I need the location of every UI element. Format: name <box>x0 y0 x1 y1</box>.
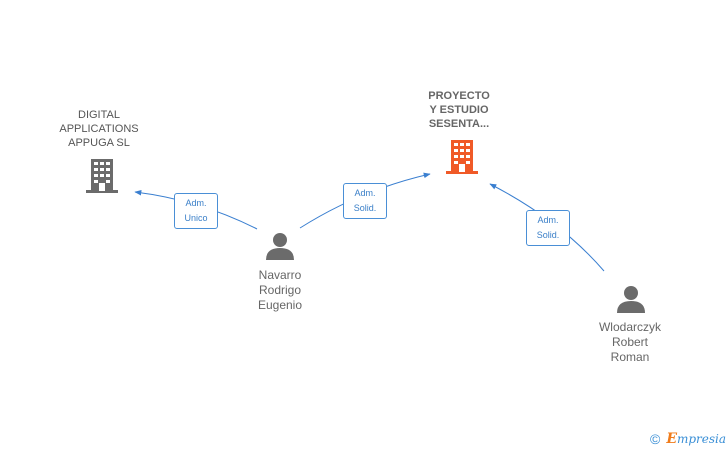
person-label-navarro[interactable]: Navarro Rodrigo Eugenio <box>257 268 303 312</box>
role-line1: Adm. <box>537 215 559 225</box>
building-icon <box>86 159 118 193</box>
company-label-proyecto[interactable]: PROYECTO Y ESTUDIO SESENTA... <box>428 90 490 130</box>
role-line2: Solid. <box>353 203 377 213</box>
role-line1: Adm. <box>185 198 207 208</box>
brand-rest: mpresia <box>677 432 727 446</box>
company-label-digital[interactable]: DIGITAL APPLICATIONS APPUGA SL <box>59 109 139 149</box>
person-icon <box>266 233 294 260</box>
building-icon-focus <box>446 140 478 174</box>
role-badge-adm-solid-wlodarczyk[interactable]: Adm. Solid. <box>526 210 570 246</box>
copyright-icon: © <box>650 431 661 447</box>
role-line2: Unico <box>184 213 208 223</box>
person-label-wlodarczyk[interactable]: Wlodarczyk Robert Roman <box>598 320 661 364</box>
brand-logo[interactable]: Empresia <box>666 431 726 447</box>
role-line1: Adm. <box>354 188 376 198</box>
role-badge-adm-unico[interactable]: Adm. Unico <box>174 193 218 229</box>
person-icon <box>617 286 645 313</box>
role-badge-adm-solid-navarro[interactable]: Adm. Solid. <box>343 183 387 219</box>
brand-initial: E <box>666 431 677 447</box>
role-line2: Solid. <box>536 230 560 240</box>
footer-brand: © Empresia <box>650 430 726 448</box>
